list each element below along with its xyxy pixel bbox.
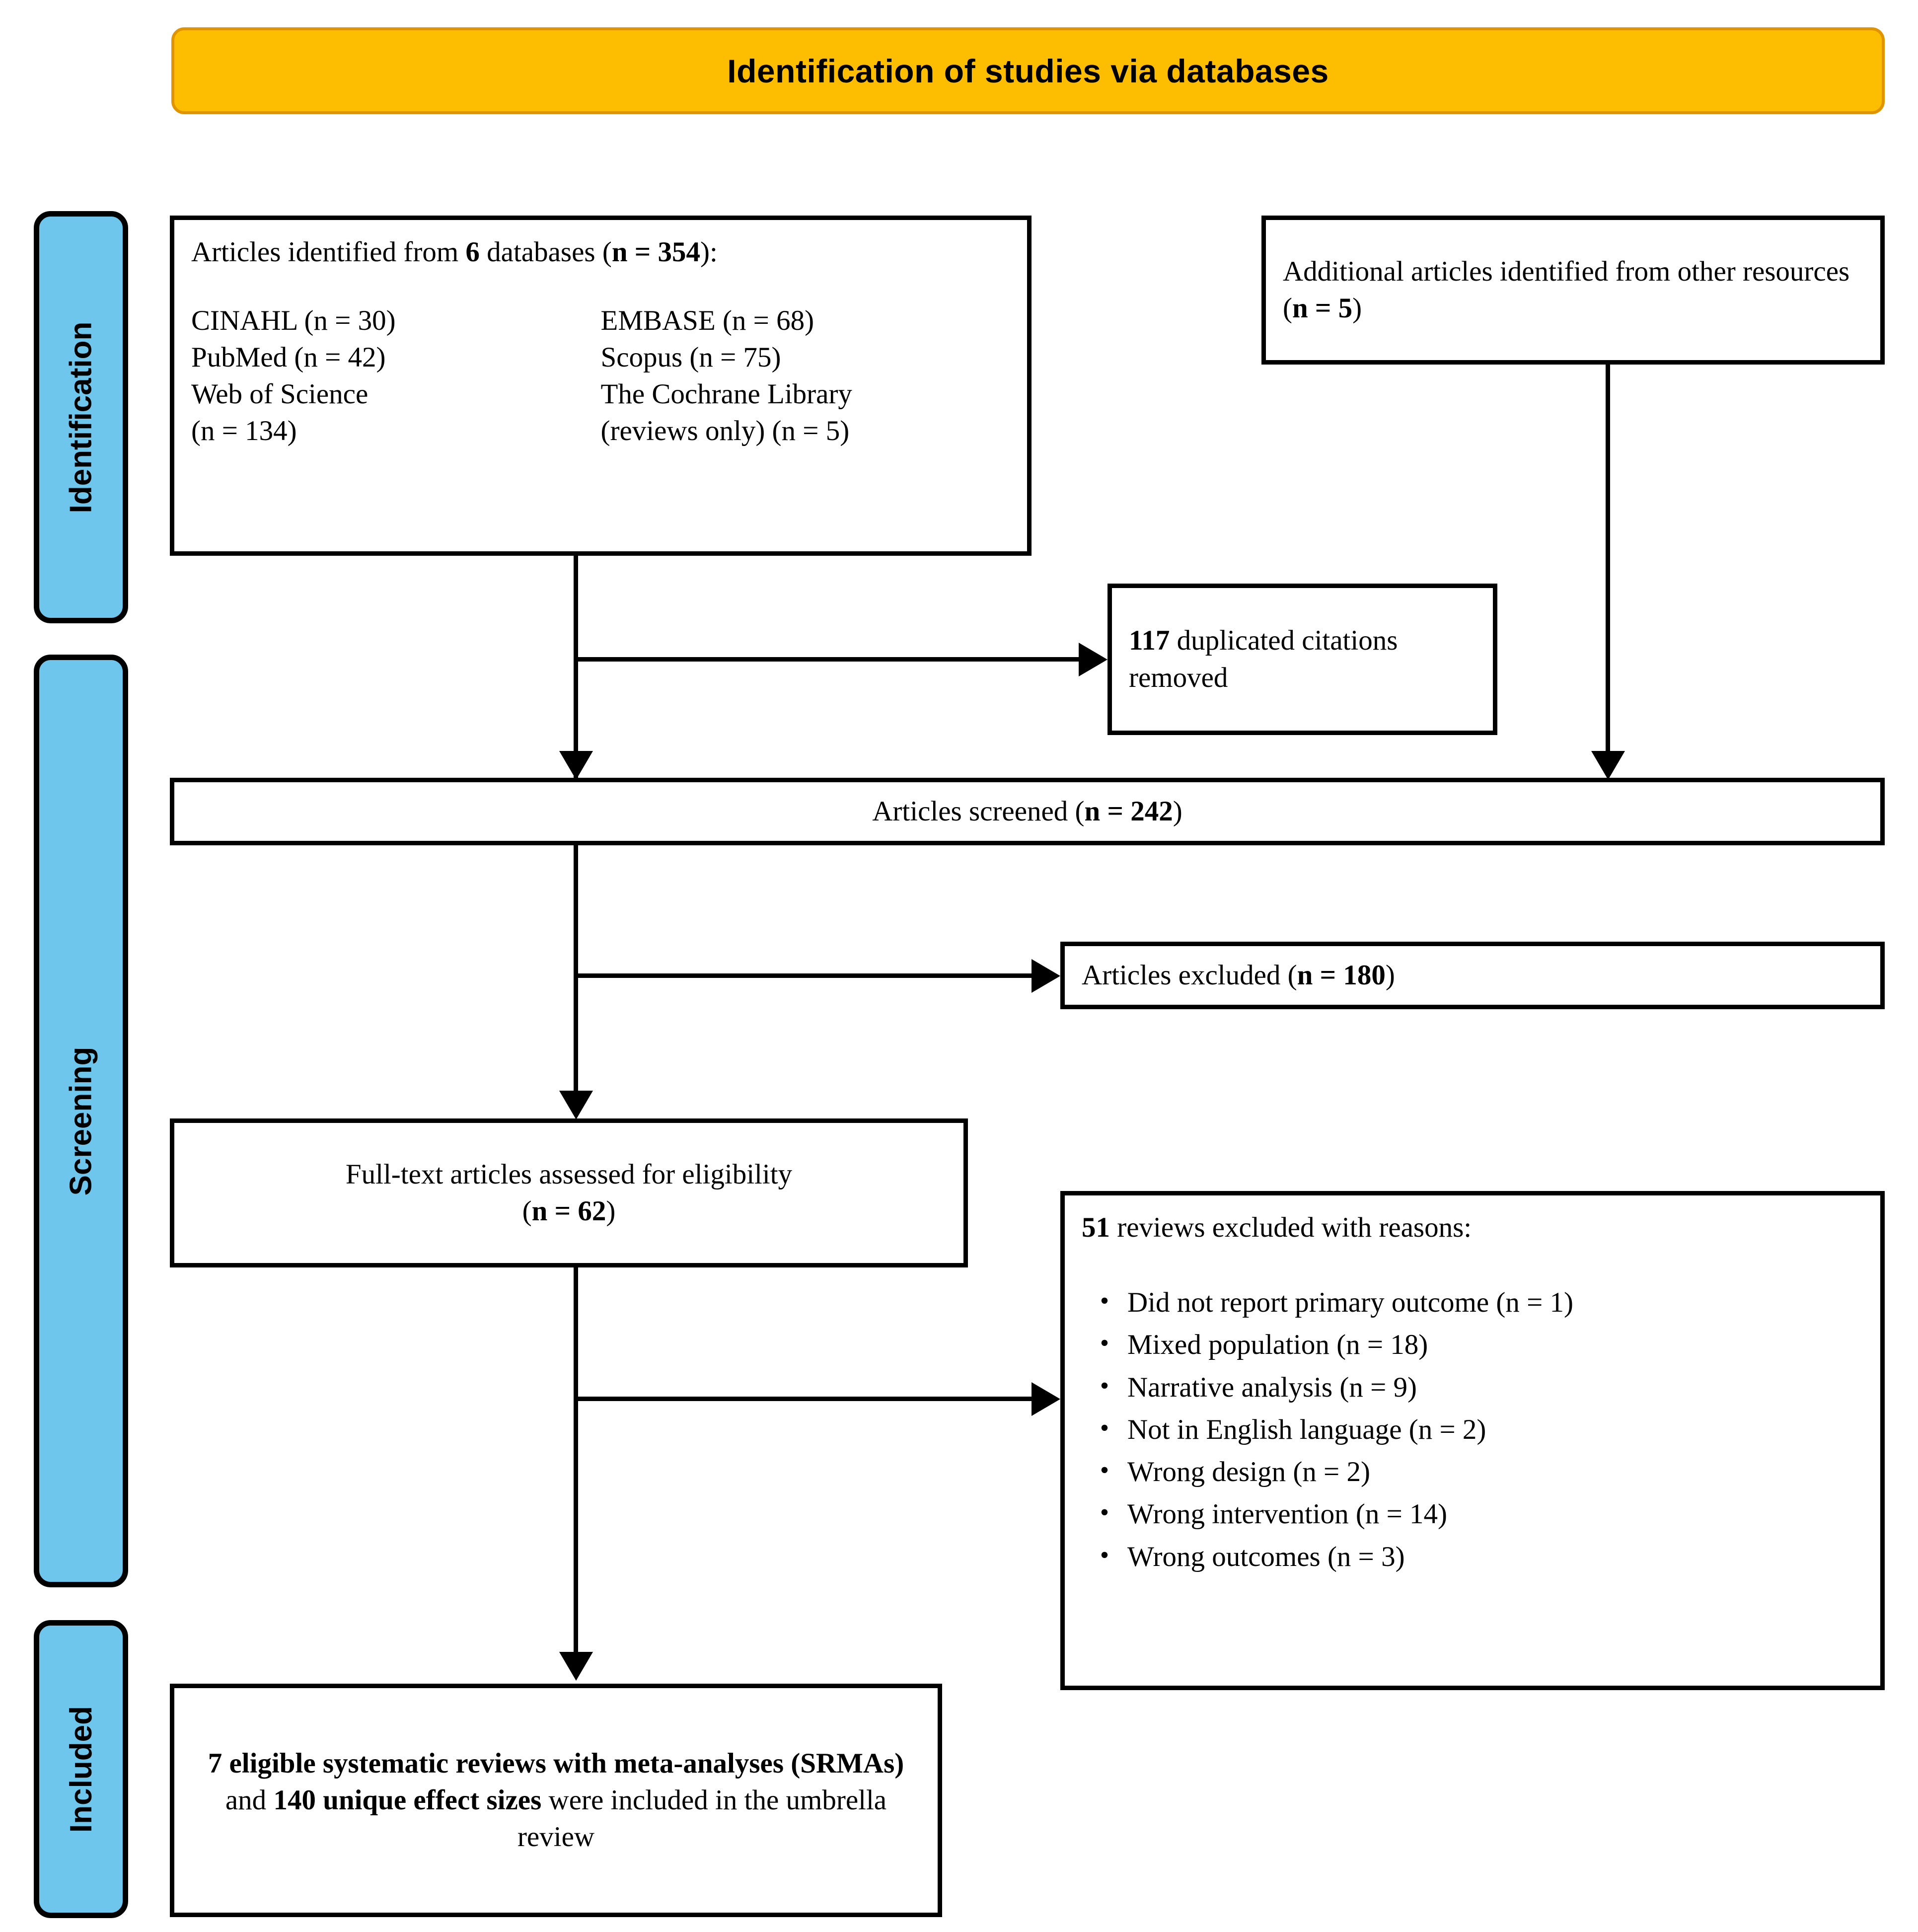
bullet-icon: • [1100, 1498, 1109, 1527]
database-entry: EMBASE (n = 68) [600, 305, 814, 337]
duplicates-text: 117 duplicated citations removed [1129, 622, 1476, 696]
arrowhead-to-duplicates [1079, 643, 1107, 676]
database-entry: CINAHL (n = 30) [191, 305, 396, 337]
box-additional-articles: Additional articles identified from othe… [1261, 216, 1885, 365]
database-entry: The Cochrane Library [600, 378, 852, 410]
arrowhead-to-excluded [1032, 959, 1060, 993]
box-articles-screened: Articles screened (n = 242) [170, 778, 1885, 845]
databases-column-left: CINAHL (n = 30) PubMed (n = 42) Web of S… [191, 302, 601, 449]
reason-text: Wrong outcomes (n = 3) [1127, 1541, 1405, 1572]
fulltext-line-2: (n = 62) [522, 1193, 616, 1230]
fulltext-paren-open: ( [522, 1195, 532, 1227]
connector-to-excluded [574, 973, 1033, 978]
reason-list-item: • Wrong design (n = 2) [1082, 1454, 1863, 1489]
bullet-icon: • [1100, 1456, 1109, 1485]
stage-bar-identification: Identification [34, 211, 128, 623]
diagram-title: Identification of studies via databases [727, 52, 1329, 89]
box-articles-identified: Articles identified from 6 databases (n … [170, 216, 1032, 556]
connector-to-duplicates [574, 657, 1080, 662]
additional-text-post: ) [1352, 293, 1362, 324]
fulltext-paren-close: ) [606, 1195, 616, 1227]
screened-text-pre: Articles screened ( [872, 795, 1085, 827]
databases-heading-mid: databases ( [479, 236, 612, 268]
excluded-text-post: ) [1385, 959, 1395, 991]
additional-text-pre: Additional articles identified from othe… [1283, 255, 1850, 324]
screened-text-post: ) [1173, 795, 1182, 827]
bullet-icon: • [1100, 1287, 1109, 1316]
screened-count-bold: n = 242 [1084, 795, 1173, 827]
reason-list-item: • Not in English language (n = 2) [1082, 1412, 1863, 1447]
additional-count-bold: n = 5 [1292, 293, 1353, 324]
bullet-icon: • [1100, 1541, 1109, 1569]
reason-list-item: • Wrong outcomes (n = 3) [1082, 1539, 1863, 1574]
additional-articles-text: Additional articles identified from othe… [1283, 253, 1863, 327]
box-duplicates-removed: 117 duplicated citations removed [1107, 584, 1497, 735]
box-articles-excluded: Articles excluded (n = 180) [1060, 942, 1885, 1009]
reason-text: Did not report primary outcome (n = 1) [1127, 1287, 1574, 1319]
fulltext-line-1: Full-text articles assessed for eligibil… [345, 1158, 793, 1190]
reasons-title: 51 reviews excluded with reasons: [1082, 1209, 1863, 1246]
reasons-title-rest: reviews excluded with reasons: [1110, 1212, 1472, 1243]
reason-list-item: • Narrative analysis (n = 9) [1082, 1370, 1863, 1405]
box-reviews-excluded-reasons: 51 reviews excluded with reasons: • Did … [1060, 1191, 1885, 1690]
fulltext-count-bold: n = 62 [531, 1195, 606, 1227]
databases-total-bold: n = 354 [611, 236, 700, 268]
stage-label-screening: Screening [64, 1046, 98, 1195]
reason-text: Wrong design (n = 2) [1127, 1456, 1370, 1488]
reason-text: Not in English language (n = 2) [1127, 1413, 1486, 1445]
duplicates-count-bold: 117 [1129, 625, 1170, 657]
database-entry: (n = 134) [191, 415, 297, 447]
databases-count-bold: 6 [465, 236, 480, 268]
excluded-text-pre: Articles excluded ( [1082, 959, 1297, 991]
reason-list-item: • Mixed population (n = 18) [1082, 1327, 1863, 1362]
databases-heading: Articles identified from 6 databases (n … [191, 234, 1010, 271]
databases-heading-post: ): [700, 236, 718, 268]
box-included-result: 7 eligible systematic reviews with meta-… [170, 1684, 942, 1917]
stage-bar-included: Included [34, 1620, 128, 1918]
database-entry: PubMed (n = 42) [191, 342, 386, 373]
stage-bar-screening: Screening [34, 655, 128, 1587]
connector-to-reasons [574, 1397, 1033, 1401]
database-entry: Web of Science [191, 378, 369, 410]
bullet-icon: • [1100, 1329, 1109, 1358]
included-text: 7 eligible systematic reviews with meta-… [186, 1745, 926, 1856]
screened-text: Articles screened (n = 242) [872, 793, 1182, 830]
arrowhead-to-fulltext [559, 1091, 593, 1119]
arrowhead-additional-to-screened [1591, 751, 1625, 780]
database-entry: (reviews only) (n = 5) [600, 415, 850, 447]
reasons-count-bold: 51 [1082, 1212, 1110, 1243]
stage-label-included: Included [64, 1706, 98, 1833]
connector-fulltext-trunk [574, 1267, 578, 1655]
included-regular-1: and [225, 1784, 274, 1816]
included-bold-2: 140 unique effect sizes [273, 1784, 542, 1816]
database-entry: Scopus (n = 75) [600, 342, 781, 373]
databases-column-right: EMBASE (n = 68) Scopus (n = 75) The Coch… [601, 302, 1011, 449]
connector-additional-to-screened [1606, 365, 1610, 752]
excluded-text: Articles excluded (n = 180) [1082, 957, 1863, 994]
stage-label-identification: Identification [64, 321, 98, 513]
reason-list-item: • Did not report primary outcome (n = 1) [1082, 1285, 1863, 1320]
included-regular-2: were included in the umbrella review [517, 1784, 887, 1853]
reason-list-item: • Wrong intervention (n = 14) [1082, 1496, 1863, 1532]
included-bold-1: 7 eligible systematic reviews with meta-… [208, 1747, 904, 1779]
reason-text: Wrong intervention (n = 14) [1127, 1498, 1448, 1530]
box-fulltext-assessed: Full-text articles assessed for eligibil… [170, 1118, 968, 1267]
databases-columns: CINAHL (n = 30) PubMed (n = 42) Web of S… [191, 302, 1010, 449]
databases-heading-pre: Articles identified from [191, 236, 466, 268]
connector-screened-trunk [574, 845, 578, 1094]
connector-databases-trunk [574, 556, 578, 779]
arrowhead-to-reasons [1032, 1382, 1060, 1416]
arrowhead-to-included [559, 1652, 593, 1681]
bullet-icon: • [1100, 1371, 1109, 1400]
arrowhead-to-screened [559, 751, 593, 780]
diagram-header-banner: Identification of studies via databases [171, 27, 1885, 114]
reason-text: Mixed population (n = 18) [1127, 1329, 1428, 1361]
excluded-count-bold: n = 180 [1297, 959, 1386, 991]
bullet-icon: • [1100, 1413, 1109, 1442]
duplicates-label: duplicated citations removed [1129, 625, 1398, 693]
reason-text: Narrative analysis (n = 9) [1127, 1371, 1417, 1403]
